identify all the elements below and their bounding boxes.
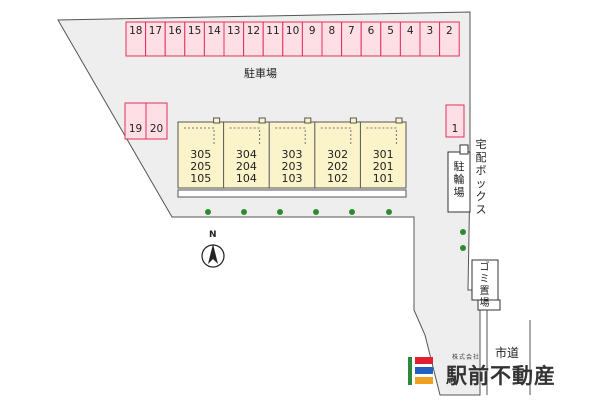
parking-label: 駐車場 bbox=[244, 67, 277, 80]
unit-interior-detail bbox=[229, 127, 261, 144]
tree-icon bbox=[277, 209, 283, 215]
unit-notch bbox=[258, 117, 266, 124]
bike-parking-box bbox=[447, 151, 471, 213]
company-corp-label: 株式会社 bbox=[452, 354, 481, 361]
parking-space-20 bbox=[145, 102, 168, 140]
parking-space-label: 13 bbox=[227, 25, 241, 37]
parking-space-1 bbox=[445, 104, 465, 138]
parking-left-pair bbox=[124, 102, 168, 140]
unit-number: 305 bbox=[190, 148, 212, 161]
parking-space-label: 3 bbox=[426, 25, 434, 37]
tree-icon bbox=[205, 209, 211, 215]
unit-notch bbox=[349, 117, 357, 124]
tree-icon bbox=[460, 229, 466, 235]
north-arrow-icon bbox=[201, 244, 225, 268]
parking-space-2 bbox=[439, 21, 460, 57]
unit-number: 304 bbox=[235, 148, 257, 161]
unit-interior-detail bbox=[184, 127, 215, 144]
unit-number: 102 bbox=[327, 172, 349, 185]
delivery-box-marker bbox=[459, 144, 469, 155]
parking-space-label: 20 bbox=[149, 123, 164, 135]
delivery-box-label: 宅配ボックス bbox=[475, 138, 487, 216]
tree-icon bbox=[349, 209, 355, 215]
garbage-area-base bbox=[477, 299, 501, 311]
unit-notch bbox=[395, 117, 403, 124]
bike-parking-label: 駐輪場 bbox=[453, 160, 465, 199]
parking-space-label: 6 bbox=[367, 25, 375, 37]
tree-icon bbox=[241, 209, 247, 215]
unit-number: 302 bbox=[327, 148, 349, 161]
parking-space-label: 17 bbox=[148, 25, 163, 37]
unit-number: 202 bbox=[327, 160, 349, 173]
road-label: 市道 bbox=[495, 346, 520, 360]
parking-space-label: 7 bbox=[348, 25, 355, 37]
unit-number: 201 bbox=[372, 160, 394, 173]
parking-space-label: 8 bbox=[328, 25, 336, 37]
parking-space-label: 1 bbox=[451, 123, 459, 135]
unit-number: 205 bbox=[190, 160, 212, 173]
parking-space-label: 18 bbox=[129, 25, 143, 37]
parking-top-row bbox=[125, 21, 460, 57]
unit-interior-detail bbox=[366, 127, 397, 144]
trees bbox=[205, 209, 466, 251]
unit-number: 104 bbox=[235, 172, 257, 185]
unit-number: 303 bbox=[281, 148, 303, 161]
unit-number: 204 bbox=[235, 160, 257, 173]
parking-space-label: 19 bbox=[128, 123, 143, 135]
unit-interior-detail bbox=[275, 127, 306, 144]
building-units bbox=[184, 117, 403, 188]
garbage-area-label: ゴミ置場 bbox=[479, 262, 490, 309]
parking-space-label: 9 bbox=[308, 25, 316, 37]
tree-icon bbox=[460, 245, 466, 251]
north-label: N bbox=[209, 230, 217, 240]
tree-icon bbox=[313, 209, 319, 215]
unit-number: 101 bbox=[372, 172, 394, 185]
parking-space-label: 16 bbox=[168, 25, 182, 37]
unit-number: 203 bbox=[281, 160, 303, 173]
building-outline bbox=[177, 121, 407, 189]
parking-space-label: 15 bbox=[187, 25, 202, 37]
unit-notch bbox=[304, 117, 312, 124]
parking-space-label: 11 bbox=[266, 25, 280, 37]
tree-icon bbox=[386, 209, 392, 215]
garbage-area-box bbox=[471, 259, 499, 301]
unit-number: 105 bbox=[190, 172, 212, 185]
parking-space-label: 12 bbox=[246, 25, 261, 37]
parking-space-label: 2 bbox=[446, 25, 453, 37]
unit-number: 301 bbox=[372, 148, 394, 161]
parking-space-label: 14 bbox=[207, 25, 221, 37]
company-logo-icon bbox=[408, 357, 433, 385]
unit-interior-detail bbox=[320, 127, 352, 144]
sidewalk-strip bbox=[177, 189, 407, 198]
parking-space-label: 10 bbox=[285, 25, 300, 37]
company-name: 駅前不動産 bbox=[446, 363, 556, 388]
parking-space-label: 5 bbox=[387, 25, 394, 37]
parking-space-label: 4 bbox=[406, 25, 414, 37]
unit-notch bbox=[213, 117, 221, 124]
unit-number: 103 bbox=[281, 172, 303, 185]
